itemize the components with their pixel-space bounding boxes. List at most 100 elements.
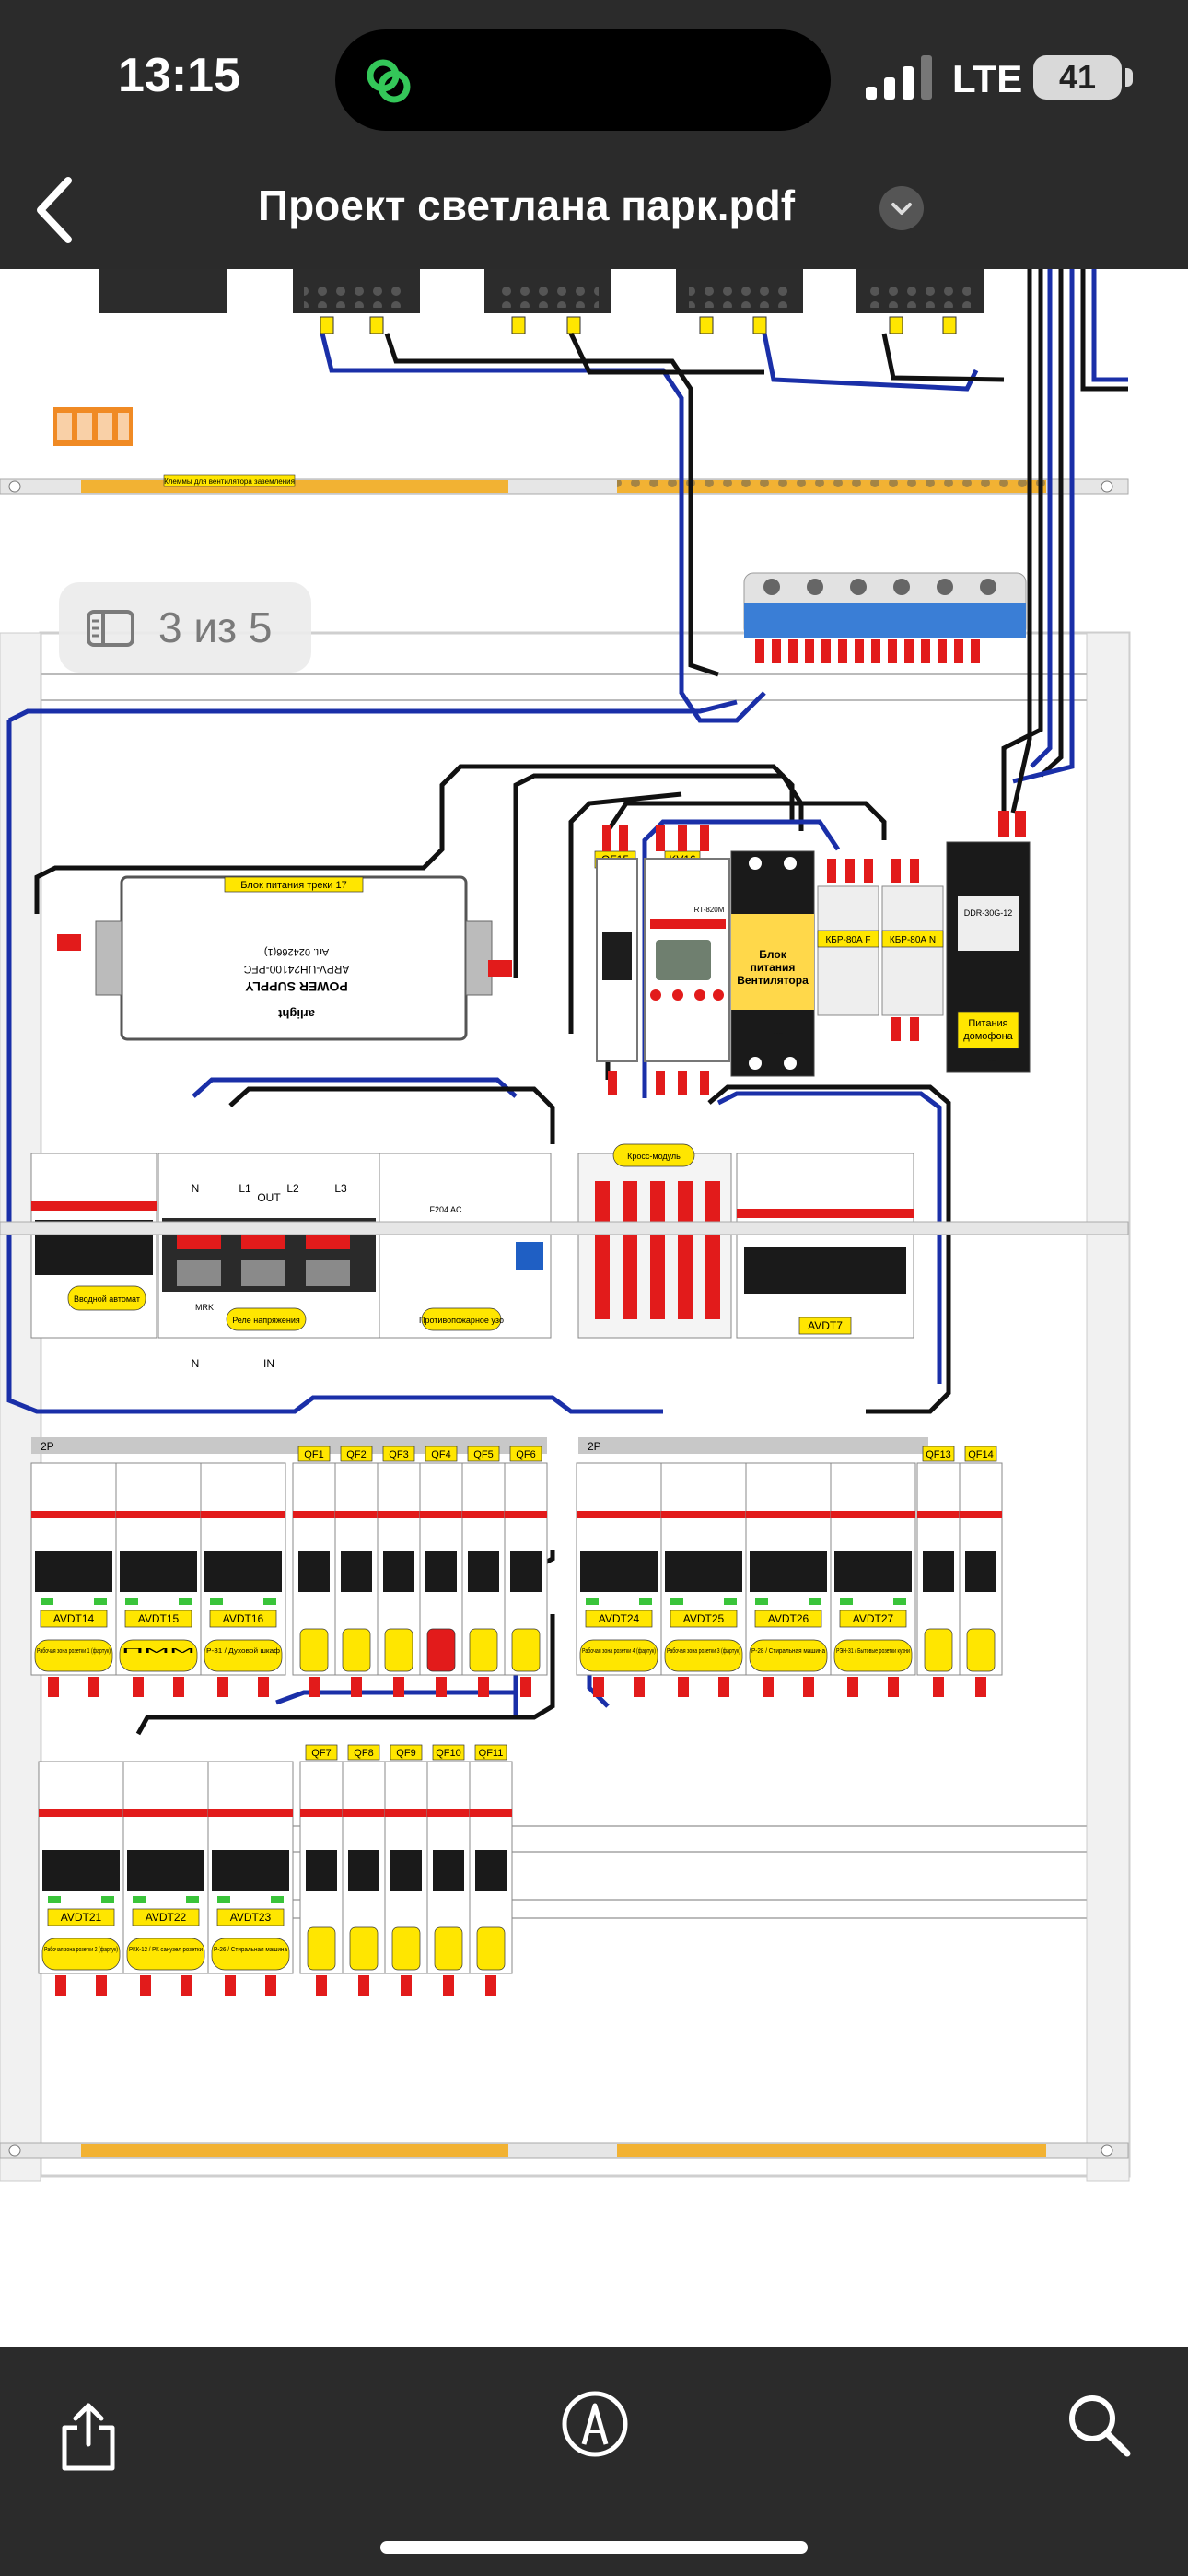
- avdt7-label: AVDT7: [808, 1319, 843, 1332]
- sidebar-icon: [87, 610, 134, 647]
- link-icon: [367, 59, 411, 103]
- breaker-label: Р-31 / Духовой шкаф: [206, 1647, 280, 1655]
- breaker-id: AVDT22: [146, 1911, 187, 1924]
- row1-2p-right: 2P: [588, 1440, 601, 1453]
- bottom-toolbar: [0, 2347, 1188, 2576]
- breaker-label: ПММ: [122, 1648, 196, 1655]
- wiring: [6, 269, 1128, 1736]
- qf-id: QF4: [431, 1449, 450, 1460]
- fan-psu-label: Блок питания Вентилятора: [773, 1033, 785, 1035]
- breaker-id: AVDT26: [768, 1612, 809, 1625]
- l1-label-1: L1: [239, 1182, 251, 1195]
- qf-id: QF2: [346, 1449, 366, 1460]
- qf-id: QF14: [968, 1449, 994, 1460]
- kbr1-label: КБР-80А F: [825, 935, 870, 945]
- vvod-label: Вводной автомат: [74, 1294, 140, 1304]
- breaker-label: Рабочая зона розетки 4 (фартук): [582, 1647, 656, 1655]
- breaker-qf: QF4: [419, 1446, 463, 1697]
- breaker-qf: QF8: [342, 1744, 386, 1996]
- chevron-down-icon: [891, 203, 912, 215]
- n-label-1: N: [192, 1182, 200, 1195]
- breaker-qf: QF3: [377, 1446, 421, 1697]
- home-indicator[interactable]: [380, 2541, 808, 2554]
- battery-icon: [1033, 55, 1122, 100]
- battery-level: 41: [1058, 58, 1097, 96]
- breaker-id: AVDT24: [599, 1612, 640, 1625]
- title-menu-button[interactable]: [879, 186, 924, 230]
- breaker-label: Рабочая зона розетки 1 (фартук): [37, 1647, 111, 1655]
- breaker-qf: QF2: [334, 1446, 379, 1697]
- qf-id: QF3: [389, 1449, 408, 1460]
- back-chevron-icon[interactable]: [28, 173, 83, 247]
- breaker-id: AVDT14: [53, 1612, 95, 1625]
- qf-id: QF6: [516, 1449, 535, 1460]
- intercom-model: DDR-30G-12: [964, 908, 1013, 918]
- kbr-contactors: КБР-80А F КБР-80А N: [817, 859, 944, 1041]
- breaker-id: AVDT15: [138, 1612, 180, 1625]
- qf15-kv16-group: QF15 KV16 RT-820M: [594, 825, 730, 1095]
- breaker-qf: QF5: [461, 1446, 506, 1697]
- breaker-qf: QF6: [504, 1446, 548, 1697]
- main-row: Вводной автомат OUT IN N L1 L2 L3 N Реле…: [30, 1143, 914, 1370]
- rail-label-top: Клеммы для вентилятора заземления: [164, 477, 295, 486]
- kbr2-label: КБР-80А N: [890, 935, 936, 945]
- intercom-psu-label: Питания домофона: [988, 1060, 997, 1062]
- breaker-id: AVDT23: [230, 1911, 272, 1924]
- breaker-label: Рабочая зона розетки 3 (фартук): [667, 1647, 740, 1655]
- out-label: OUT: [257, 1191, 281, 1204]
- breaker-label: РКК-12 / РК санузел розетки: [129, 1947, 203, 1953]
- breaker-qf: QF10: [426, 1744, 471, 1996]
- qf-id: QF11: [479, 1748, 504, 1759]
- search-icon[interactable]: [1065, 2391, 1135, 2461]
- row1-2p-left: 2P: [41, 1440, 54, 1453]
- qf-id: QF1: [304, 1449, 323, 1460]
- psu-line-1: POWER SUPPLY: [245, 979, 348, 994]
- breaker-id: AVDT16: [223, 1612, 264, 1625]
- breaker-id: AVDT27: [853, 1612, 894, 1625]
- pdf-page-canvas[interactable]: Клеммы для вентилятора заземления: [0, 269, 1188, 2347]
- document-title: Проект светлана парк.pdf: [258, 181, 796, 229]
- status-time: 13:15: [118, 49, 240, 102]
- breaker-qf: QF14: [959, 1446, 1003, 1697]
- top-terminal-blocks: [99, 269, 984, 334]
- psu-line-3: Art. 024266(1): [264, 946, 329, 957]
- rele-label: Реле напряжения: [232, 1316, 300, 1325]
- kross-label: Кросс-модуль: [627, 1152, 681, 1161]
- f204-label: F204 AC: [429, 1205, 462, 1214]
- dynamic-island: [335, 29, 831, 131]
- qf-id: QF8: [354, 1748, 373, 1759]
- breaker-qf: QF9: [384, 1744, 428, 1996]
- breaker-label: Рабочая зона розетки 2 (фартук): [44, 1946, 118, 1953]
- network-type: LTE: [952, 57, 1023, 100]
- breaker-qf: QF11: [469, 1744, 513, 1996]
- wiring-diagram: Клеммы для вентилятора заземления: [0, 269, 1131, 2182]
- l3-label-1: L3: [334, 1182, 347, 1195]
- psu-brand: arlight: [277, 1007, 314, 1021]
- breaker-id: AVDT25: [683, 1612, 725, 1625]
- page-indicator[interactable]: 3 из 5: [59, 582, 311, 673]
- wago-connectors: [53, 407, 133, 446]
- qf-id: QF9: [396, 1748, 415, 1759]
- document-title-button[interactable]: Проект светлана парк.pdf: [258, 181, 930, 236]
- breaker-id: AVDT21: [61, 1911, 102, 1924]
- qf-id: QF7: [311, 1748, 331, 1759]
- qf-id: QF13: [926, 1449, 951, 1460]
- l2-label-1: L2: [286, 1182, 299, 1195]
- breaker-qf: QF13: [916, 1446, 961, 1697]
- breaker-qf: QF1: [292, 1446, 336, 1697]
- markup-icon[interactable]: [558, 2387, 632, 2461]
- mrk-label: MRK: [195, 1303, 214, 1312]
- protivo-label: Противопожарное узо: [419, 1316, 504, 1325]
- share-icon[interactable]: [55, 2393, 122, 2476]
